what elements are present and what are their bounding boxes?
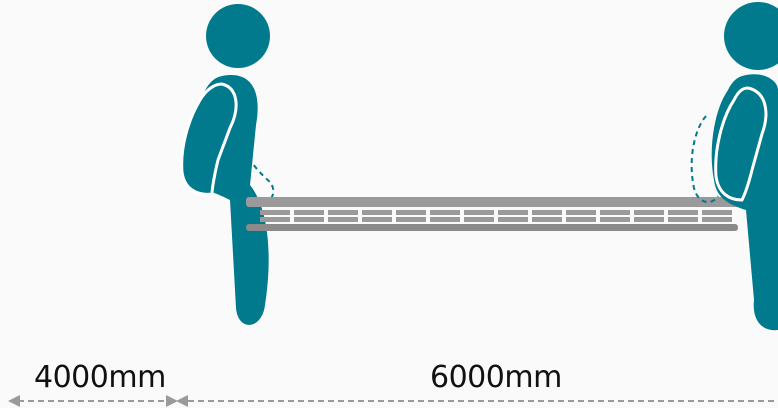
right-person-head <box>724 2 778 70</box>
pole-slat <box>668 217 698 222</box>
pole-slat <box>430 210 460 215</box>
left-person-figure <box>182 4 274 325</box>
dimension-label-6000mm: 6000mm <box>430 360 562 395</box>
pole-top-rail <box>246 197 738 207</box>
right-person-figure <box>692 2 778 330</box>
pole-slat <box>294 217 324 222</box>
pole-slat <box>260 210 290 215</box>
pole-slat <box>260 217 290 222</box>
pole-slat <box>668 210 698 215</box>
pole-slat <box>498 217 528 222</box>
pole-slat <box>634 217 664 222</box>
pole-slat <box>566 210 596 215</box>
dimension-label-4000mm: 4000mm <box>34 360 166 395</box>
pole-slat <box>396 210 426 215</box>
pole-slat <box>532 210 562 215</box>
pole-slat <box>532 217 562 222</box>
pole-slats <box>260 210 732 222</box>
pole-slat <box>396 217 426 222</box>
pole-slat <box>464 217 494 222</box>
pole-slat <box>600 217 630 222</box>
pole-slat <box>566 217 596 222</box>
pole-slat <box>498 210 528 215</box>
pole-slat <box>464 210 494 215</box>
carried-pole <box>246 197 738 231</box>
pole-slat <box>362 217 392 222</box>
pole-slat <box>328 210 358 215</box>
dimension-arrow-right-start <box>176 395 188 407</box>
pole-slat <box>634 210 664 215</box>
pole-slat <box>362 210 392 215</box>
dimension-lines <box>8 395 778 407</box>
pole-slat <box>702 210 732 215</box>
left-person-head <box>206 4 270 68</box>
pole-bottom-rail <box>246 224 738 231</box>
pole-slat <box>702 217 732 222</box>
dimension-arrow-left-start <box>8 395 20 407</box>
pole-slat <box>294 210 324 215</box>
pole-slat <box>430 217 460 222</box>
pole-slat <box>600 210 630 215</box>
pole-slat <box>328 217 358 222</box>
